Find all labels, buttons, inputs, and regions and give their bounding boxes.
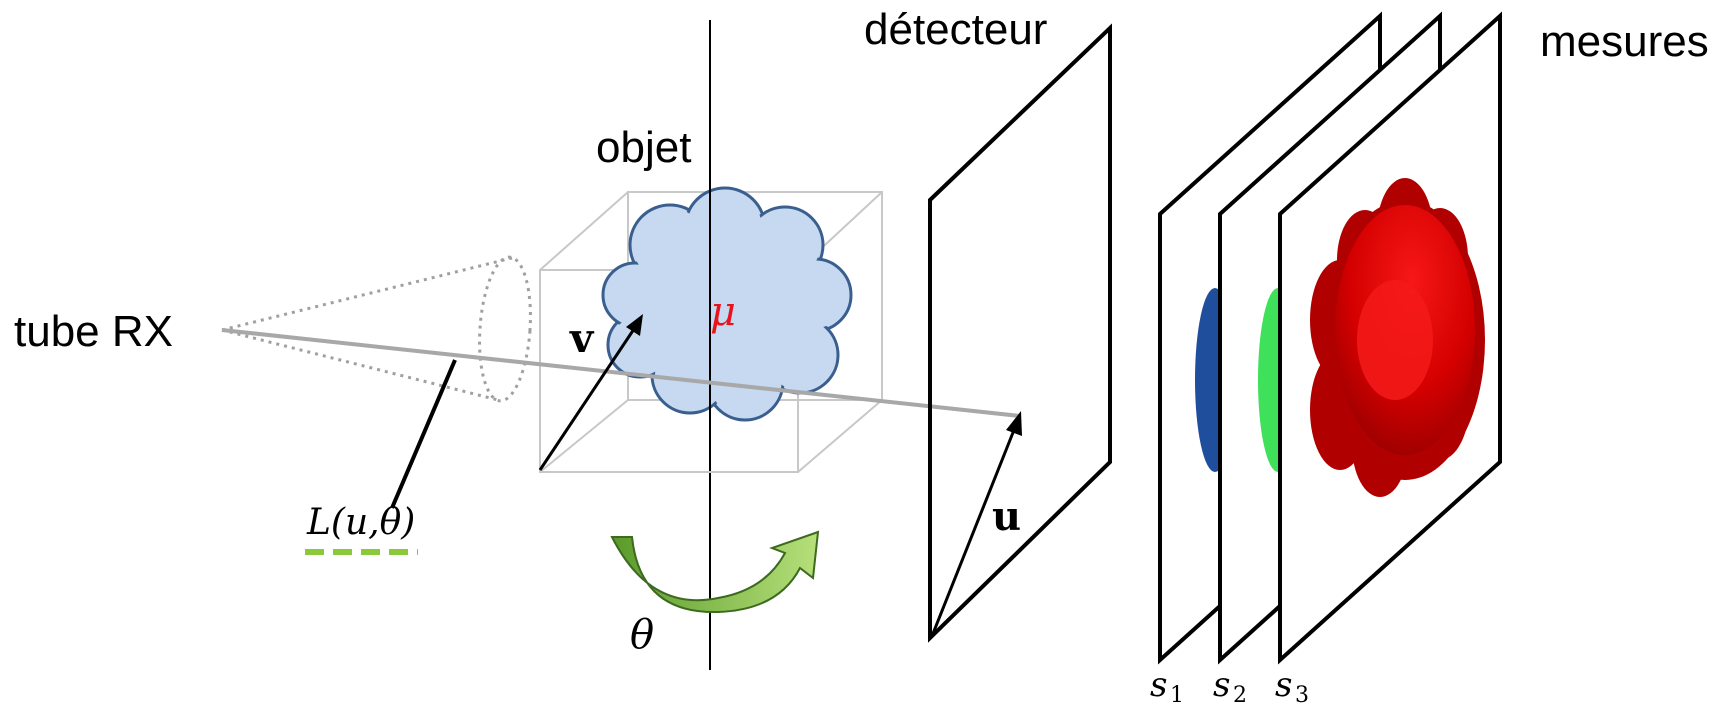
mu-label: μ — [710, 289, 736, 335]
detector-plane — [928, 23, 1112, 643]
beam-cone — [221, 255, 532, 403]
svg-text:s: s — [1150, 665, 1167, 703]
svg-text:s: s — [1213, 665, 1230, 703]
svg-text:3: 3 — [1295, 683, 1309, 703]
s1-label: s 1 — [1150, 665, 1184, 703]
u-vector — [930, 411, 1022, 637]
detector-label: détecteur — [864, 5, 1047, 54]
v-label: v — [569, 315, 595, 362]
xray-line — [221, 328, 1021, 418]
svg-text:s: s — [1275, 665, 1292, 703]
s2-label: s 2 — [1213, 665, 1247, 703]
u-label: u — [992, 493, 1021, 540]
line-function-label: L(u,θ) — [306, 502, 415, 543]
s3-label: s 3 — [1275, 665, 1309, 703]
object-label: objet — [596, 123, 691, 172]
line-pointer — [390, 359, 457, 509]
rotation-arrow — [610, 530, 820, 614]
measurement-plane-s3 — [1278, 11, 1502, 665]
tube-label: tube RX — [14, 307, 173, 356]
svg-text:2: 2 — [1233, 683, 1247, 703]
object-cloud — [601, 186, 853, 422]
measures-label: mesures — [1540, 17, 1709, 66]
svg-text:1: 1 — [1170, 683, 1184, 703]
theta-label: θ — [630, 612, 654, 658]
v-vector — [538, 314, 643, 471]
